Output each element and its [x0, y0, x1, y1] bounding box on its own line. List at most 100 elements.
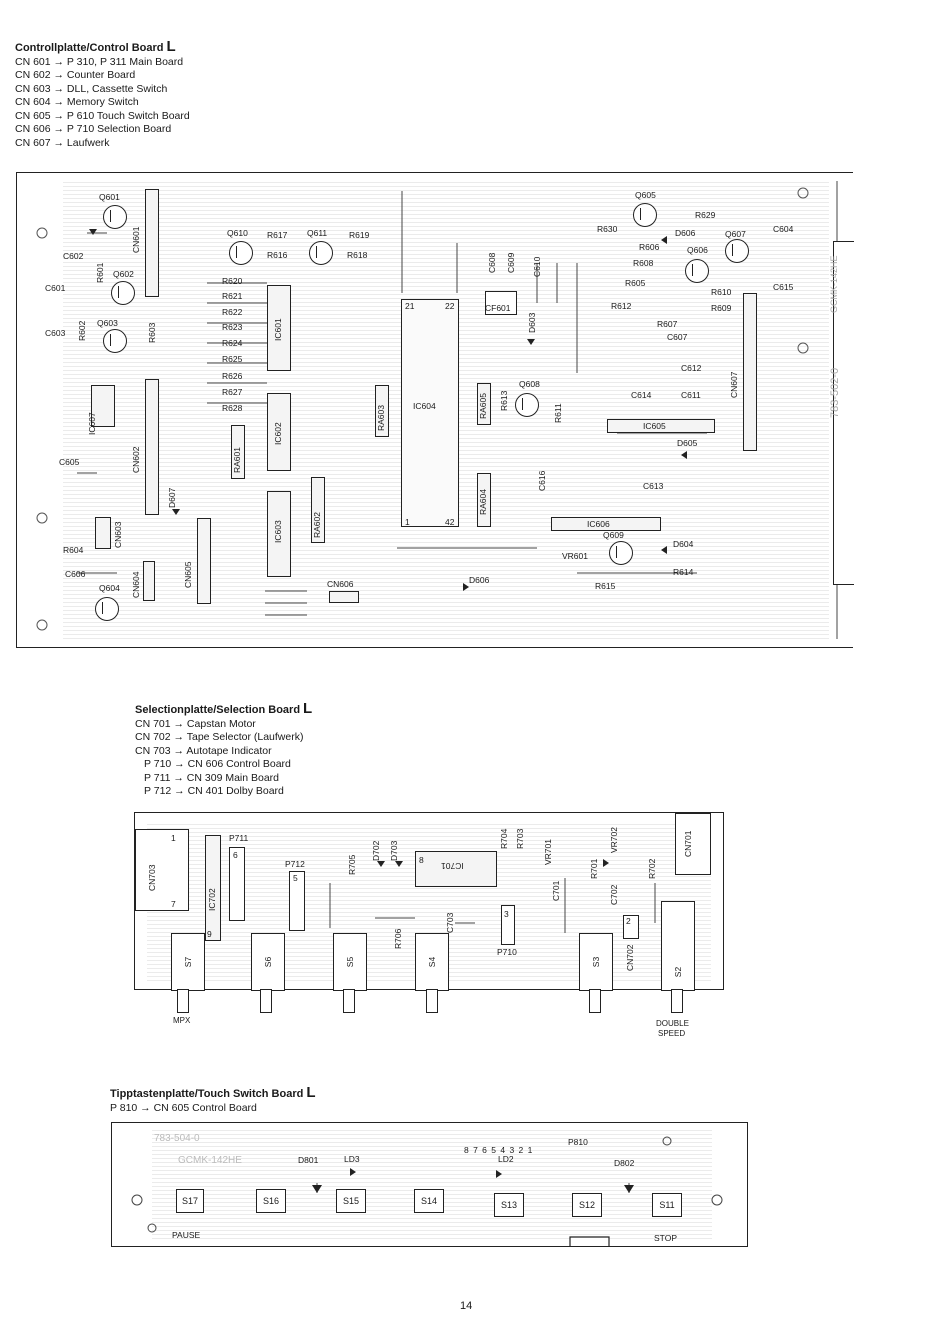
transistor-q608: [515, 393, 539, 417]
transistor-q603: [103, 329, 127, 353]
label-ra605: RA605: [478, 393, 488, 419]
label-r609: R609: [711, 303, 732, 313]
legend-line: CN 603 → DLL, Cassette Switch: [15, 82, 168, 95]
label-q604: Q604: [99, 583, 120, 593]
label-vr702: VR702: [609, 827, 619, 853]
label-cn702: CN702: [625, 944, 635, 971]
label-c606: C606: [65, 569, 86, 579]
label-r602: R602: [77, 320, 87, 341]
label-c605: C605: [59, 457, 80, 467]
label-q610: Q610: [227, 228, 248, 238]
connector-cn601: [145, 189, 159, 297]
label-r608: R608: [633, 258, 654, 268]
label-r629: R629: [695, 210, 716, 220]
label-vr601: VR601: [562, 551, 588, 561]
touch-board-diagram: 783-504-0 GCMK-142HE D801 LD3 8 7 6 5 4 …: [111, 1122, 748, 1247]
connector-cn602: [145, 379, 159, 515]
label-c604: C604: [773, 224, 794, 234]
switch-s3-plunger: [589, 989, 601, 1013]
label-p712: P712: [285, 859, 305, 869]
board-code-2: GCMK-142HE: [829, 255, 839, 313]
ic603: [267, 491, 291, 577]
label-r705: R705: [347, 854, 357, 875]
transistor-q602: [111, 281, 135, 305]
ic702: [205, 835, 221, 941]
transistor-q605: [633, 203, 657, 227]
pin-label: 8: [419, 855, 424, 865]
switch-s7[interactable]: S7: [171, 933, 205, 991]
label-c616: C616: [537, 470, 547, 491]
touch-switch-s13[interactable]: S13: [494, 1193, 524, 1217]
switch-s5[interactable]: S5: [333, 933, 367, 991]
label-r618: R618: [347, 250, 368, 260]
legend-line: P 711 → CN 309 Main Board: [144, 771, 280, 784]
label-r601: R601: [95, 262, 105, 283]
label-ra602: RA602: [312, 512, 322, 538]
ra601: [231, 425, 245, 479]
pcb-trace-pattern: [152, 1129, 712, 1239]
label-ic606: IC606: [587, 519, 610, 529]
label-c612: C612: [681, 363, 702, 373]
pin-label: 7: [171, 899, 176, 909]
legend-line: CN 605 → P 610 Touch Switch Board: [15, 109, 190, 122]
label-r607: R607: [657, 319, 678, 329]
label-c607: C607: [667, 332, 688, 342]
label-d604: D604: [673, 539, 694, 549]
transistor-q607: [725, 239, 749, 263]
switch-s2[interactable]: S2: [661, 901, 695, 991]
touch-switch-s14[interactable]: S14: [414, 1189, 444, 1213]
transistor-q606: [685, 259, 709, 283]
touch-switch-s15[interactable]: S15: [336, 1189, 366, 1213]
switch-s4[interactable]: S4: [415, 933, 449, 991]
board-notch: [833, 241, 854, 585]
touch-switch-s11[interactable]: S11: [652, 1193, 682, 1217]
label-pause: PAUSE: [172, 1230, 201, 1240]
label-c614: C614: [631, 390, 652, 400]
touch-switch-s16[interactable]: S16: [256, 1189, 286, 1213]
label-r620: R620: [222, 276, 243, 286]
ra605: [477, 383, 491, 425]
connector-cn603: [95, 517, 111, 549]
label-c601: C601: [45, 283, 66, 293]
label-q603: Q603: [97, 318, 118, 328]
board-code-2: GCMK-142HE: [178, 1155, 242, 1166]
switch-s3[interactable]: S3: [579, 933, 613, 991]
pin-label: 5: [293, 873, 298, 883]
label-r702: R702: [647, 858, 657, 879]
board-code: 783-502-0: [829, 367, 841, 418]
label-r613: R613: [499, 390, 509, 411]
label-p810-pins: 8 7 6 5 4 3 2 1: [464, 1145, 534, 1155]
switch-s4-plunger: [426, 989, 438, 1013]
legend-line: P 710 → CN 606 Control Board: [144, 758, 291, 770]
selection-board-diagram: CN703 1 7 IC702 9 P711 6 P712 5 IC701 8 …: [134, 812, 724, 991]
label-cn607: CN607: [729, 371, 739, 398]
label-p711: P711: [229, 833, 249, 843]
label-d702: D702: [371, 840, 381, 861]
switch-s5-plunger: [343, 989, 355, 1013]
label-r701: R701: [589, 858, 599, 879]
connector-cn605: [197, 518, 211, 604]
transistor-q611: [309, 241, 333, 265]
label-ic605: IC605: [643, 421, 666, 431]
transistor-q601: [103, 205, 127, 229]
legend-line: CN 606 → P 710 Selection Board: [15, 123, 172, 135]
ic701: [415, 851, 497, 887]
switch-s6[interactable]: S6: [251, 933, 285, 991]
transistor-q609: [609, 541, 633, 565]
label-r703: R703: [515, 828, 525, 849]
label-c603: C603: [45, 328, 66, 338]
connector-cn703: [135, 829, 189, 911]
touch-switch-s12[interactable]: S12: [572, 1193, 602, 1217]
cf601: [485, 291, 517, 315]
label-cn603: CN603: [113, 521, 123, 548]
touch-board-traces: [131, 1136, 723, 1246]
label-cn601: CN601: [131, 226, 141, 253]
label-c609: C609: [506, 252, 516, 273]
transistor-q604: [95, 597, 119, 621]
label-r626: R626: [222, 371, 243, 381]
touch-switch-s17[interactable]: S17: [176, 1189, 204, 1213]
